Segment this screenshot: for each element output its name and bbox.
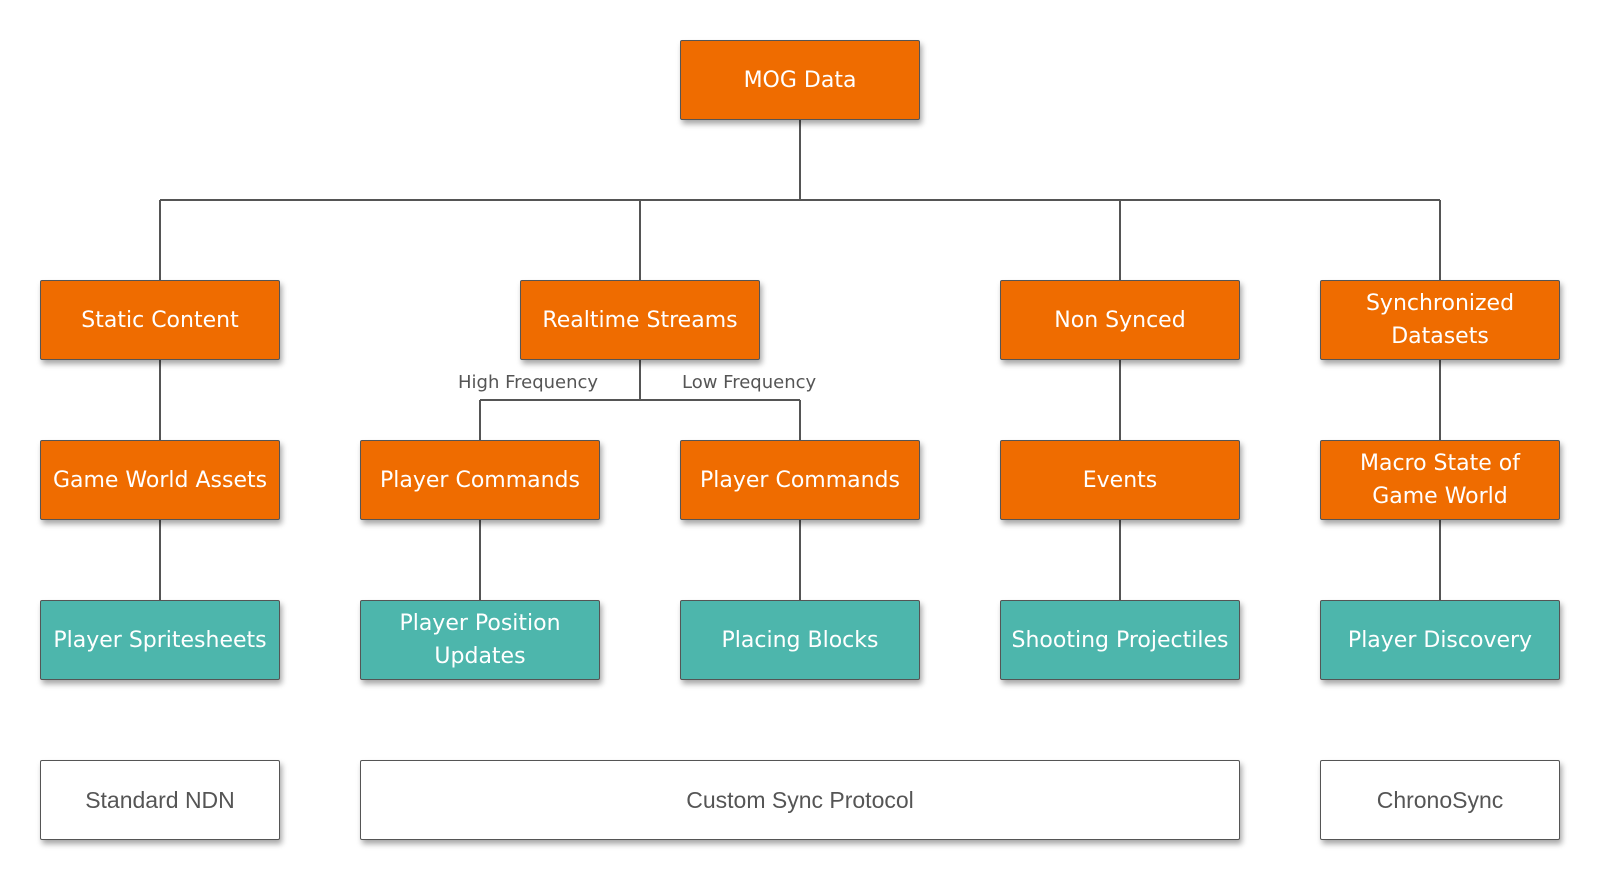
subtype-game-world-assets: Game World Assets [40, 440, 280, 520]
example-shooting-projectiles: Shooting Projectiles [1000, 600, 1240, 680]
subtype-label: Macro State of Game World [1359, 451, 1520, 509]
edge-label-high-frequency: High Frequency [458, 372, 599, 393]
category-realtime-streams: Realtime Streams [520, 280, 760, 360]
example-player-position-updates: Player Position Updates [360, 600, 600, 680]
edge-label-low-frequency: Low Frequency [682, 372, 817, 393]
subtype-label: Player Commands [700, 467, 900, 493]
subtype-label: Game World Assets [52, 467, 268, 493]
example-label: Player Spritesheets [53, 627, 267, 653]
category-label: Synchronized Datasets [1365, 291, 1515, 349]
protocol-standard-ndn: Standard NDN [40, 760, 280, 840]
example-label: Player Position Updates [399, 611, 561, 669]
example-player-spritesheets: Player Spritesheets [40, 600, 280, 680]
protocol-label: Standard NDN [85, 786, 235, 813]
subtype-player-commands-high: Player Commands [360, 440, 600, 520]
protocol-chronosync: ChronoSync [1320, 760, 1560, 840]
example-label: Player Discovery [1347, 627, 1533, 653]
protocol-label: ChronoSync [1376, 786, 1504, 813]
subtype-macro-state: Macro State of Game World [1320, 440, 1560, 520]
example-label: Placing Blocks [721, 627, 879, 653]
example-label: Shooting Projectiles [1011, 627, 1229, 653]
category-label: Realtime Streams [542, 307, 738, 333]
protocol-custom-sync: Custom Sync Protocol [360, 760, 1240, 840]
protocol-label: Custom Sync Protocol [686, 786, 914, 813]
category-static-content: Static Content [40, 280, 280, 360]
example-player-discovery: Player Discovery [1320, 600, 1560, 680]
example-placing-blocks: Placing Blocks [680, 600, 920, 680]
category-label: Non Synced [1054, 307, 1186, 333]
category-label: Static Content [81, 307, 239, 333]
root-label: MOG Data [743, 67, 857, 93]
subtype-label: Player Commands [380, 467, 580, 493]
subtype-label: Events [1082, 467, 1158, 493]
category-synchronized-datasets: Synchronized Datasets [1320, 280, 1560, 360]
category-non-synced: Non Synced [1000, 280, 1240, 360]
root-node-mog-data: MOG Data [680, 40, 920, 120]
subtype-events: Events [1000, 440, 1240, 520]
subtype-player-commands-low: Player Commands [680, 440, 920, 520]
